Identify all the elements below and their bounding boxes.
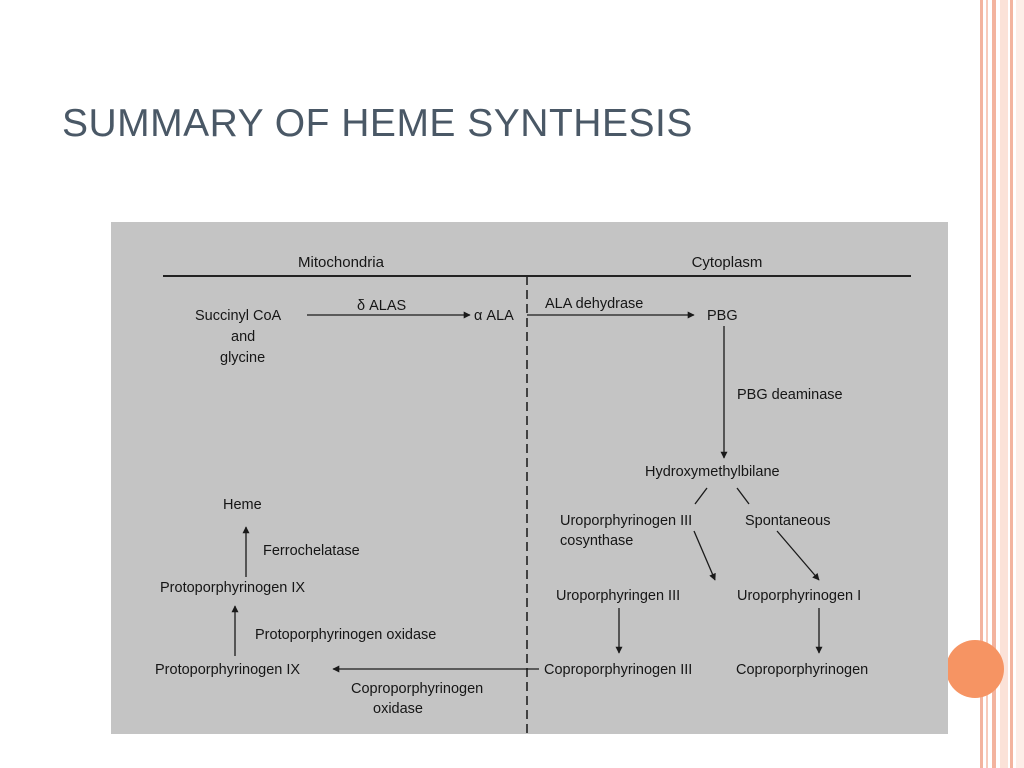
node-succinyl-coa: Succinyl CoA [195,308,282,324]
node-pbg: PBG [707,308,738,324]
node-protoporphyrinogen-ix-bottom: Protoporphyrinogen IX [155,662,300,678]
enzyme-delta-alas: δ ALAS [357,298,406,314]
node-and: and [231,329,255,345]
heme-synthesis-diagram: Mitochondria Cytoplasm Succinyl CoA and … [111,222,948,734]
enzyme-ala-dehydrase: ALA dehydrase [545,296,643,312]
decorative-orange-circle [946,640,1004,698]
enzyme-pbg-deaminase: PBG deaminase [737,387,843,403]
node-uroporphyrinogen-iii: Uroporphyringen III [556,588,680,604]
node-coproporphyrinogen-iii: Coproporphyrinogen III [544,662,692,678]
enzyme-coproporphyrinogen-oxidase: Coproporphyrinogen [351,681,483,697]
node-glycine: glycine [220,350,265,366]
enzyme-cosynthase-line2: cosynthase [560,533,633,549]
node-heme: Heme [223,497,262,513]
node-protoporphyrinogen-ix-top: Protoporphyrinogen IX [160,580,305,596]
decorative-side-stripes [978,0,1024,768]
compartment-mitochondria: Mitochondria [298,254,385,271]
branch-to-cosynthase [694,487,708,505]
label-spontaneous: Spontaneous [745,513,830,529]
branch-to-spontaneous [736,487,750,505]
node-alpha-ala: α ALA [474,308,514,324]
node-coproporphyrinogen: Coproporphyrinogen [736,662,868,678]
pathway-svg: Mitochondria Cytoplasm Succinyl CoA and … [155,254,911,734]
enzyme-ferrochelatase: Ferrochelatase [263,543,360,559]
arrow-to-uro-i [776,530,820,581]
enzyme-oxidase-line2: oxidase [373,701,423,717]
arrow-to-uro-iii [693,530,716,581]
enzyme-uroporphyrinogen-cosynthase: Uroporphyrinogen III [560,513,692,529]
node-hydroxymethylbilane: Hydroxymethylbilane [645,464,780,480]
compartment-cytoplasm: Cytoplasm [692,254,763,271]
slide-title: SUMMARY OF HEME SYNTHESIS [62,102,693,145]
node-uroporphyrinogen-i: Uroporphyrinogen I [737,588,861,604]
enzyme-protoporphyrinogen-oxidase: Protoporphyrinogen oxidase [255,627,436,643]
